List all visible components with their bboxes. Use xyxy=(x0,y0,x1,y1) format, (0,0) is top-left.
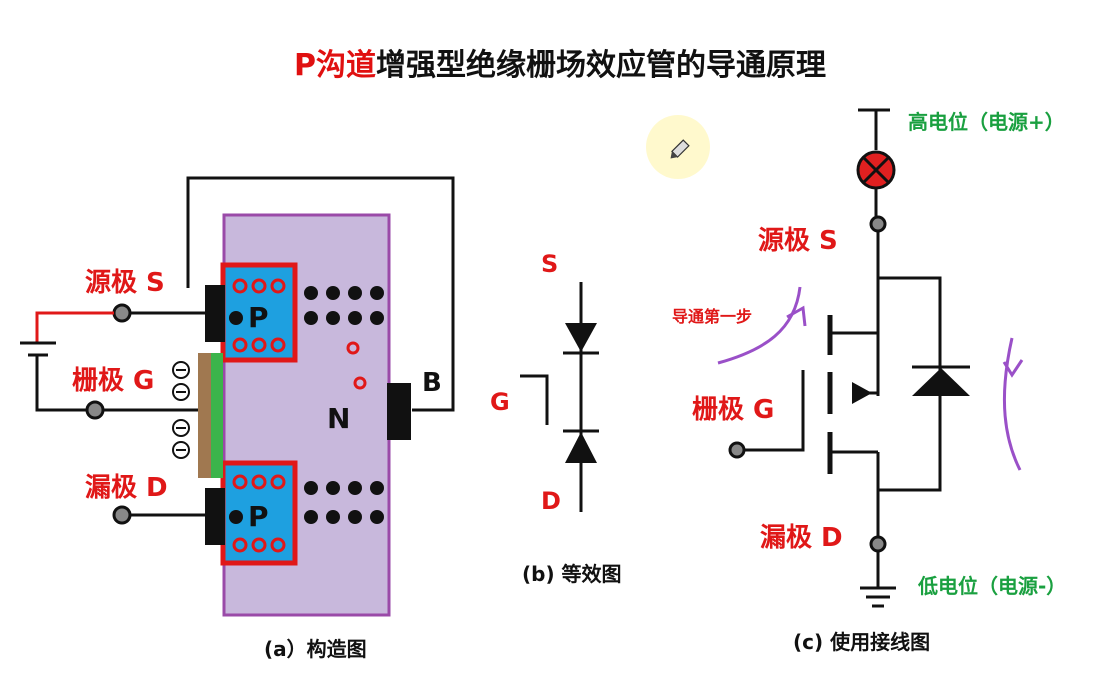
p-top-label: P xyxy=(248,301,269,334)
electron-dot-top xyxy=(229,311,243,325)
low-potential-label: 低电位（电源-） xyxy=(918,574,1067,598)
gate-terminal xyxy=(85,400,105,420)
struct-gate-label: 栅极 G xyxy=(72,366,155,396)
wiring-source-label: 源极 S xyxy=(758,226,838,256)
drain-electrode xyxy=(205,488,225,545)
holes-top xyxy=(232,278,286,353)
equivalent-diagram xyxy=(520,282,599,512)
lamp-icon xyxy=(856,150,896,190)
electron-dot-bottom xyxy=(229,510,243,524)
wiring-gate-wire xyxy=(737,370,805,452)
wiring-step-label: 导通第一步 xyxy=(672,307,753,326)
battery-icon xyxy=(20,311,114,412)
b-label: B xyxy=(422,368,442,398)
electrons-top xyxy=(304,286,384,325)
body-arrow xyxy=(852,382,872,404)
wiring-diagram xyxy=(646,108,1024,608)
equiv-gate-wire xyxy=(520,374,549,425)
title-highlight: P沟道 xyxy=(294,48,376,83)
source-electrode xyxy=(205,285,225,342)
negative-charges xyxy=(172,361,190,459)
current-arrow-right xyxy=(1002,337,1022,471)
step-arrow-left xyxy=(717,286,802,365)
source-node xyxy=(869,215,887,233)
body-electrode xyxy=(387,383,411,440)
source-terminal xyxy=(112,303,132,323)
page-title: P沟道增强型绝缘栅场效应管的导通原理 xyxy=(0,40,1120,84)
equiv-s-label: S xyxy=(541,250,559,278)
gate-metal xyxy=(198,353,211,478)
gate-node xyxy=(728,441,746,459)
drain-terminal xyxy=(112,505,132,525)
n-holes xyxy=(346,341,367,390)
pencil-cursor-icon xyxy=(670,139,690,159)
wiring-caption: (c) 使用接线图 xyxy=(793,630,931,654)
oxide-layer xyxy=(211,353,223,478)
p-bottom-label: P xyxy=(248,500,269,533)
structure-diagram xyxy=(20,176,455,617)
equiv-d-label: D xyxy=(541,487,561,515)
n-label: N xyxy=(327,402,351,435)
equiv-caption: (b) 等效图 xyxy=(522,562,622,586)
diode-bottom xyxy=(565,432,597,463)
high-potential-label: 高电位（电源+） xyxy=(908,110,1065,134)
title-rest: 增强型绝缘栅场效应管的导通原理 xyxy=(376,48,826,83)
holes-bottom xyxy=(232,474,286,553)
struct-source-label: 源极 S xyxy=(85,268,165,298)
equiv-g-label: G xyxy=(490,388,510,416)
body-tie-wire xyxy=(186,176,455,412)
drain-node xyxy=(869,535,887,553)
wiring-gate-label: 栅极 G xyxy=(692,395,775,425)
electrons-bottom xyxy=(304,481,384,524)
body-diode xyxy=(912,368,970,396)
diode-top xyxy=(565,323,597,352)
ground-icon xyxy=(860,586,896,608)
wiring-drain-label: 漏极 D xyxy=(760,523,843,553)
struct-drain-label: 漏极 D xyxy=(85,473,168,503)
struct-caption: (a）构造图 xyxy=(264,637,367,661)
